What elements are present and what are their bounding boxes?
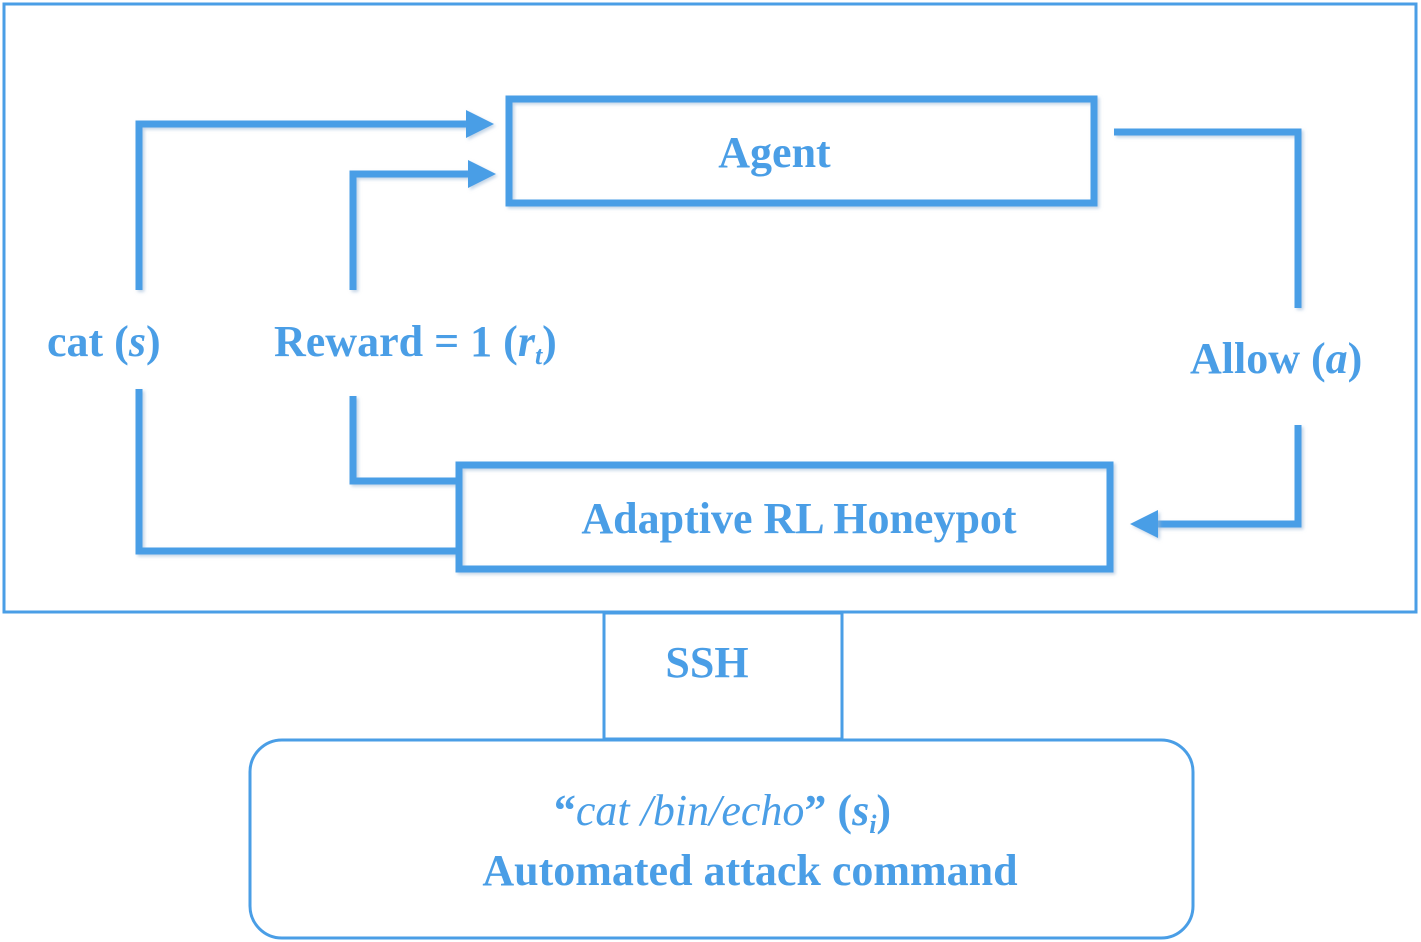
attack-var-sub: i <box>869 810 877 839</box>
action-edge-text: Allow ( <box>1190 334 1326 383</box>
reward-edge-var: r <box>517 317 535 366</box>
attack-var: s <box>852 786 870 835</box>
state-arrowhead <box>466 110 494 138</box>
action-edge-upper <box>1114 128 1302 308</box>
state-edge-label: cat (s) <box>47 320 161 364</box>
state-edge-text: cat ( <box>47 317 129 366</box>
attack-var-close: ) <box>876 786 892 835</box>
agent-label: Agent <box>718 128 831 177</box>
close-quote: ” <box>804 786 827 835</box>
state-edge-var: s <box>128 317 146 366</box>
attack-command-line: “cat /bin/echo” (si) <box>250 789 1195 838</box>
reward-edge-label: Reward = 1 (rt) <box>274 320 557 369</box>
attack-description: Automated attack command <box>482 846 1018 895</box>
reward-edge-lower <box>349 396 457 485</box>
reward-arrowhead <box>468 160 496 188</box>
action-arrowhead <box>1130 510 1158 538</box>
action-edge-lower <box>1156 425 1302 528</box>
state-edge-upper <box>135 120 468 290</box>
state-edge-lower <box>135 389 457 555</box>
attacker-box <box>248 738 1195 940</box>
honeypot-label: Adaptive RL Honeypot <box>581 494 1017 543</box>
action-edge-label: Allow (a) <box>1190 337 1362 381</box>
reward-edge-sub: t <box>534 341 543 370</box>
action-edge-close: ) <box>1347 334 1363 383</box>
action-edge-var: a <box>1325 334 1348 383</box>
reward-edge-text: Reward = 1 ( <box>274 317 518 366</box>
reward-edge-upper <box>349 170 468 290</box>
state-edge-close: ) <box>145 317 161 366</box>
open-quote: “ <box>553 786 576 835</box>
ssh-label: SSH <box>665 638 749 687</box>
agent-box <box>505 95 1098 207</box>
reward-edge-close: ) <box>542 317 557 366</box>
attack-command: cat /bin/echo <box>575 786 805 835</box>
attack-var-open: ( <box>826 786 853 835</box>
honeypot-box <box>455 461 1114 573</box>
